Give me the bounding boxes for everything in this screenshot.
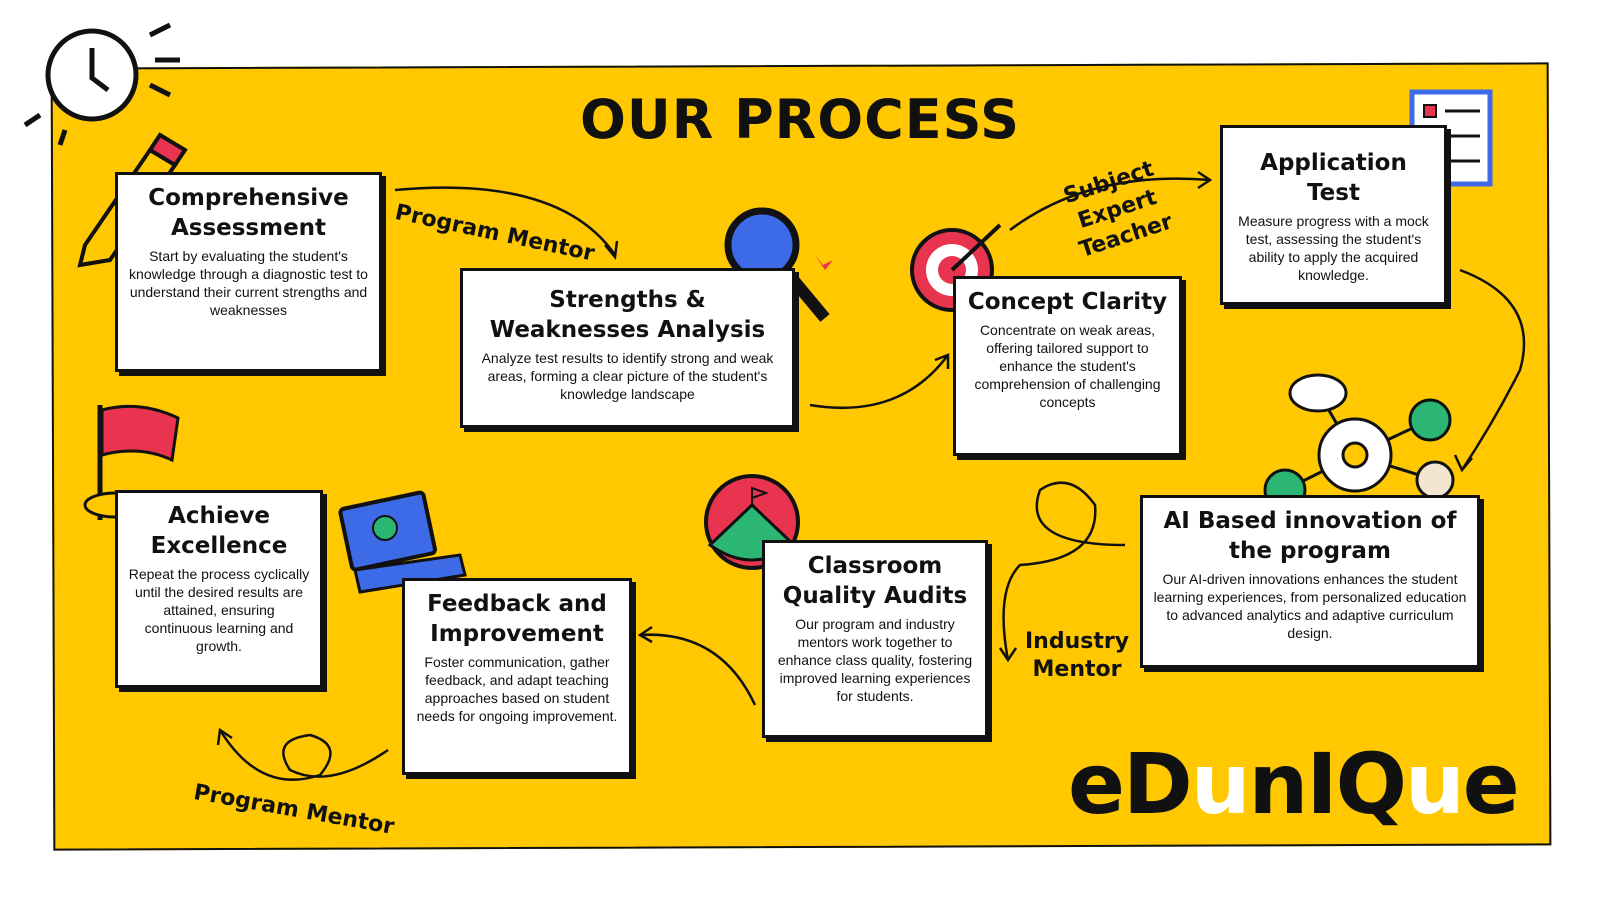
step-text: Analyze test results to identify strong … [481,350,774,402]
logo-part: e [1462,735,1520,833]
step-title: Strengths & Weaknesses Analysis [489,287,766,343]
step-title: Feedback and Improvement [427,591,607,647]
step-text: Start by evaluating the student's knowle… [129,248,368,318]
logo-part: u [1190,735,1251,833]
logo-part: eD [1068,735,1193,833]
step-title: Achieve Excellence [150,503,288,559]
page-title: OUR PROCESS [579,88,1021,151]
step-title: Comprehensive Assessment [148,185,349,241]
step-text: Concentrate on weak areas, offering tail… [974,322,1161,410]
step-text: Our program and industry mentors work to… [777,616,973,704]
step-title: Classroom Quality Audits [782,553,968,609]
step-title: Concept Clarity [967,289,1168,315]
logo-part: nIQ [1248,735,1407,833]
brand-logo: eDunIQue [1068,735,1520,833]
step-title: Application Test [1260,150,1407,206]
logo-part: u [1404,735,1465,833]
step-title: AI Based innovation of the program [1163,508,1457,564]
step-text: Our AI-driven innovations enhances the s… [1153,571,1467,641]
role-industry-mentor: Industry Mentor [1024,629,1130,682]
step-text: Measure progress with a mock test, asses… [1238,213,1429,283]
step-text: Foster communication, gather feedback, a… [416,654,618,724]
step-text: Repeat the process cyclically until the … [128,566,310,654]
